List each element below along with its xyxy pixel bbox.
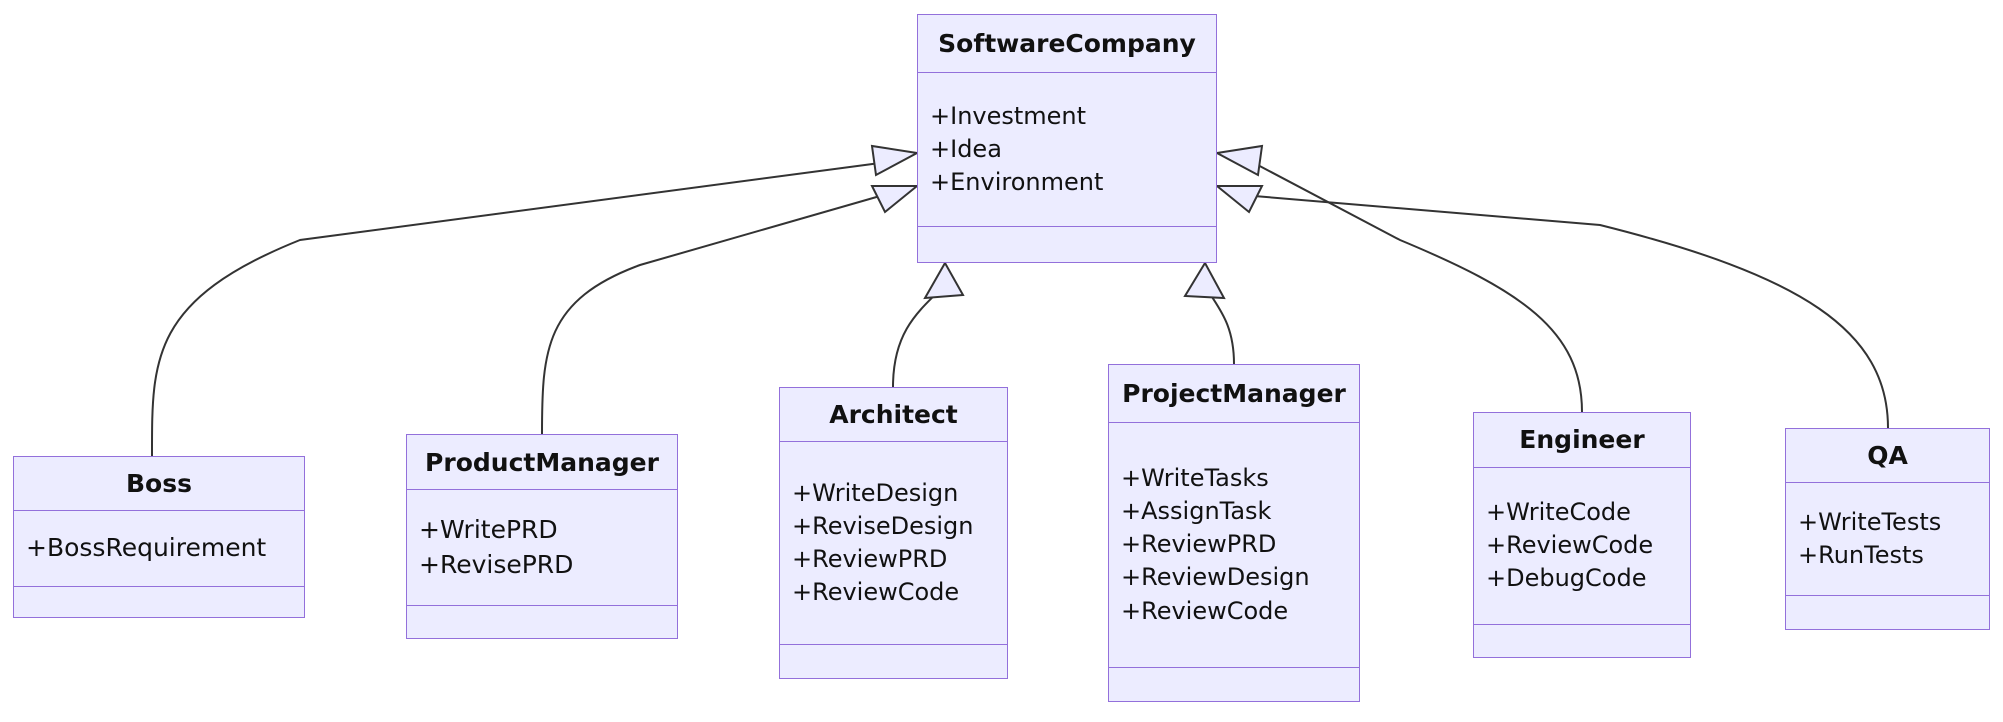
class-attribute: +RunTests [1798, 540, 1924, 569]
class-attribute: +Idea [930, 135, 1002, 164]
class-attributes-boss: +BossRequirement [14, 511, 304, 587]
class-methods-boss [14, 587, 304, 617]
class-methods-software-company [918, 227, 1216, 262]
class-name-project-manager: ProjectManager [1109, 365, 1359, 423]
class-attribute: +WriteCode [1486, 498, 1631, 527]
uml-class-project-manager[interactable]: ProjectManager +WriteTasks +AssignTask +Rev… [1108, 364, 1360, 702]
class-name-product-manager: ProductManager [407, 435, 677, 491]
class-attributes-engineer: +WriteCode +ReviewCode +DebugCode [1474, 468, 1690, 625]
class-attribute: +WritePRD [419, 515, 558, 545]
inheritance-edge [541, 195, 881, 435]
inheritance-edge [892, 284, 946, 388]
inheritance-arrowhead-icon [1214, 185, 1264, 214]
class-attribute: +ReviewDesign [1121, 563, 1310, 592]
class-attribute: +AssignTask [1121, 497, 1272, 526]
class-attribute: +WriteDesign [792, 479, 959, 508]
class-attribute: +WriteTasks [1121, 464, 1269, 493]
class-attribute: +ReviewCode [1486, 531, 1654, 560]
class-attributes-product-manager: +WritePRD +RevisePRD [407, 490, 677, 606]
uml-class-software-company[interactable]: SoftwareCompany +Investment +Idea +Environm… [917, 14, 1217, 263]
class-attribute: +WriteTests [1798, 507, 1942, 536]
inheritance-arrowhead-icon [870, 144, 921, 177]
class-attributes-software-company: +Investment +Idea +Environment [918, 73, 1216, 227]
inheritance-arrowhead-icon [1213, 144, 1264, 177]
class-attribute: +RevisePRD [419, 549, 574, 579]
class-attribute: +Investment [930, 102, 1087, 131]
class-name-qa: QA [1786, 429, 1989, 483]
class-attribute: +ReviseDesign [792, 512, 974, 541]
class-name-architect: Architect [780, 388, 1007, 443]
class-methods-architect [780, 645, 1007, 678]
class-name-boss: Boss [14, 457, 304, 511]
class-methods-qa [1786, 596, 1989, 629]
class-name-software-company: SoftwareCompany [918, 15, 1216, 74]
uml-class-product-manager[interactable]: ProductManager +WritePRD +RevisePRD [406, 434, 678, 639]
inheritance-arrowhead-icon [1183, 260, 1226, 300]
inheritance-edge [1253, 162, 1583, 413]
inheritance-edge [1253, 195, 1889, 429]
class-attribute: +ReviewPRD [792, 545, 948, 574]
class-attribute: +ReviewPRD [1121, 530, 1277, 559]
uml-class-qa[interactable]: QA +WriteTests +RunTests [1785, 428, 1990, 630]
inheritance-edge [150, 162, 881, 457]
class-attribute: +Environment [930, 168, 1104, 197]
class-methods-project-manager [1109, 668, 1359, 701]
class-methods-product-manager [407, 606, 677, 638]
class-attributes-project-manager: +WriteTasks +AssignTask +ReviewPRD +ReviewD… [1109, 423, 1359, 668]
class-attributes-qa: +WriteTests +RunTests [1786, 483, 1989, 596]
uml-class-architect[interactable]: Architect +WriteDesign +ReviseDesign +Revie… [779, 387, 1008, 679]
inheritance-arrowhead-icon [870, 185, 920, 214]
class-name-engineer: Engineer [1474, 413, 1690, 468]
class-attribute: +BossRequirement [26, 533, 267, 563]
uml-class-boss[interactable]: Boss +BossRequirement [13, 456, 305, 618]
class-attributes-architect: +WriteDesign +ReviseDesign +ReviewPRD +Revi… [780, 442, 1007, 645]
class-methods-engineer [1474, 625, 1690, 657]
class-attribute: +ReviewCode [1121, 596, 1289, 625]
uml-class-engineer[interactable]: Engineer +WriteCode +ReviewCode +DebugCode [1473, 412, 1691, 658]
class-attribute: +DebugCode [1486, 564, 1647, 593]
class-attribute: +ReviewCode [792, 578, 960, 607]
inheritance-arrowhead-icon [923, 260, 965, 300]
